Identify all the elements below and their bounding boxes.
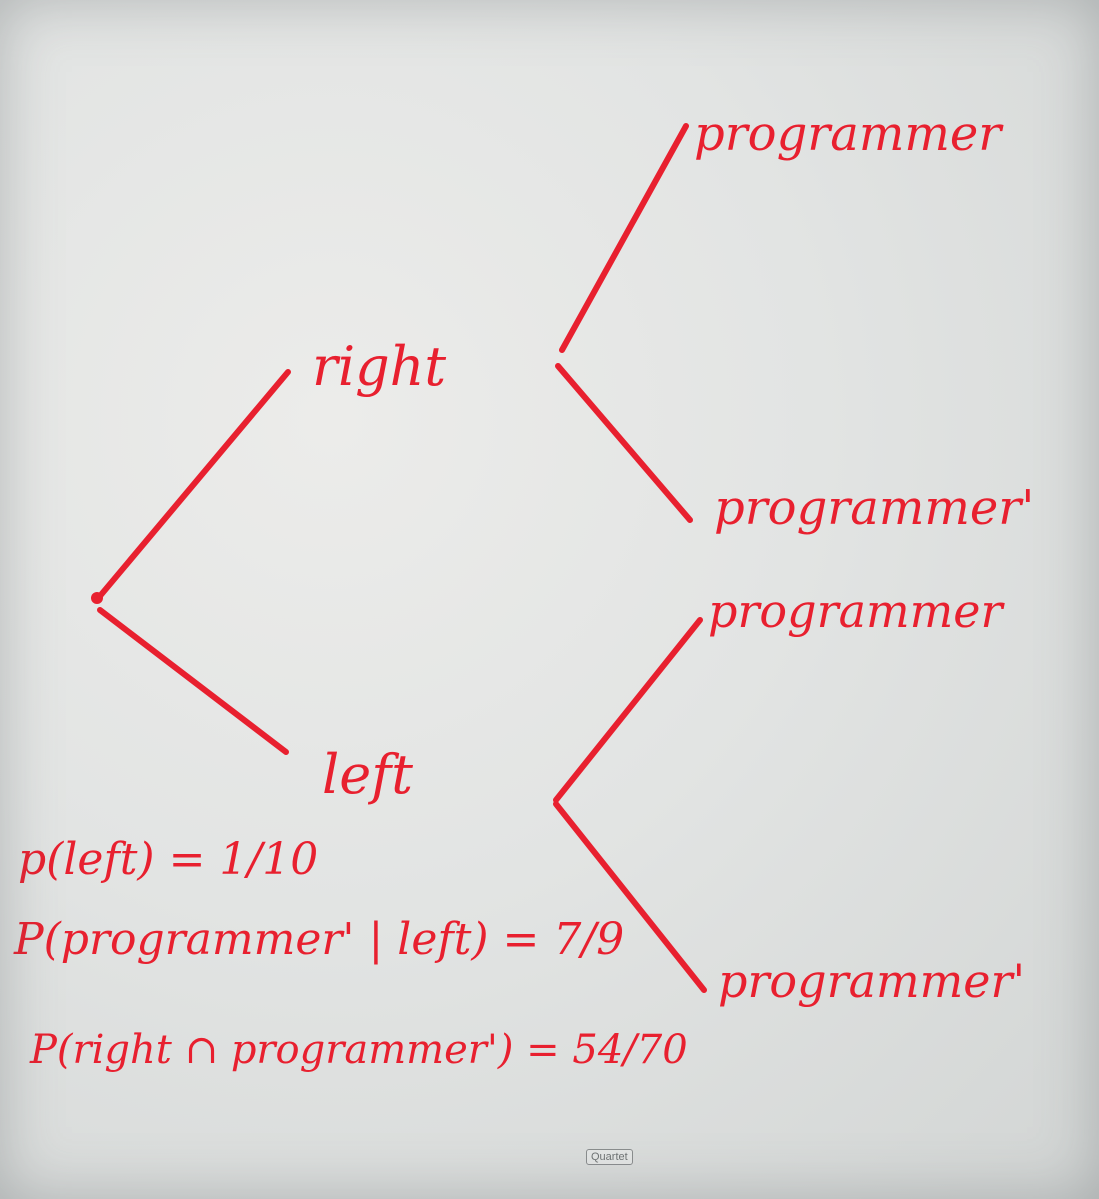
leaf-label-left-programmer-prime: programmer': [718, 954, 1026, 1008]
node-label-left: left: [322, 743, 413, 806]
node-label-right: right: [312, 335, 447, 398]
leaf-label-right-programmer: programmer: [694, 106, 1002, 162]
branch-root-left: [97, 607, 289, 755]
branch-left-programmer: [553, 617, 703, 803]
leaf-label-right-programmer-prime: programmer': [714, 480, 1035, 536]
formula-p-programmer-prime-given-left: P(programmer' | left) = 7/9: [14, 914, 625, 965]
quartet-logo: Quartet: [586, 1149, 633, 1165]
branch-root-right: [97, 369, 291, 599]
branch-right-programmer-prime: [555, 363, 693, 523]
leaf-label-left-programmer: programmer: [708, 584, 1003, 638]
branch-right-programmer: [559, 123, 689, 353]
formula-p-right-and-programmer-prime: P(right ∩ programmer') = 54/70: [30, 1027, 688, 1073]
branch-left-programmer-prime: [553, 801, 707, 993]
formula-p-left: p(left) = 1/10: [18, 834, 319, 885]
